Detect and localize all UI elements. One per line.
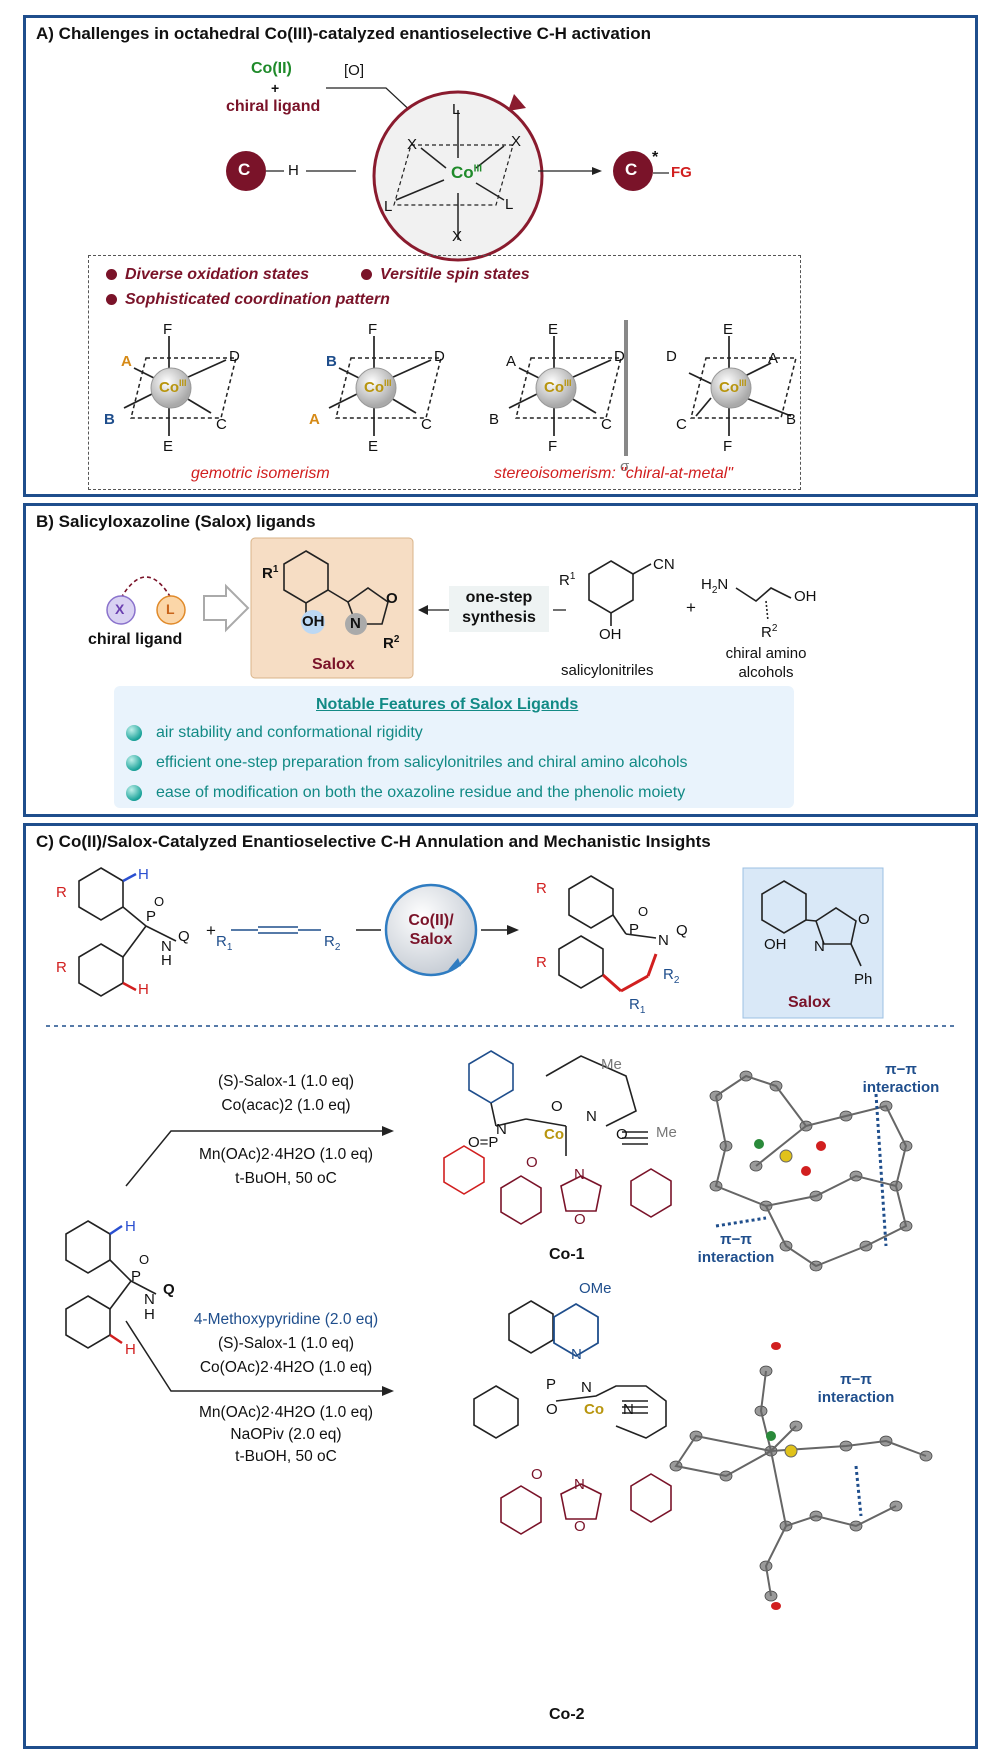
pipi-text-1: interaction [862,1079,940,1096]
panel-b: B) Salicyloxazoline (Salox) ligands [23,503,978,817]
salox-label-c: Salox [788,994,831,1011]
chiral-star: * [652,149,659,166]
panel-b-title: B) Salicyloxazoline (Salox) ligands [36,512,316,531]
stereoisomerism-caption: stereoisomerism: "chiral-at-metal" [494,465,733,482]
amino-alcohols-line2: alcohols [738,664,794,681]
cond1-line3: Mn(OAc)2·4H2O (1.0 eq) [199,1146,373,1163]
coordination-box [88,255,801,490]
feature-bullet-icon [126,724,142,741]
cond2-line2: (S)-Salox-1 (1.0 eq) [217,1335,355,1352]
cond2-line1: 4-Methoxypyridine (2.0 eq) [193,1311,379,1328]
chiral-ligand-label: chiral ligand [226,98,321,115]
conditions-co1-upper: (S)-Salox-1 (1.0 eq) Co(acac)2 (1.0 eq) [156,1073,416,1115]
panel-b-graphic [106,537,794,808]
one-step-line1: one-step [465,589,533,606]
geometric-isomerism-caption: gemotric isomerism [191,465,330,482]
cond1-line4: t-BuOH, 50 oC [235,1170,337,1187]
salox-label-b: Salox [312,656,355,673]
l-site: L [166,601,175,617]
oxidant-label: [O] [344,62,365,79]
pipi-symbol-1: π−π [885,1061,917,1078]
feature-bullet-icon [126,784,142,801]
cond2-line4: Mn(OAc)2·4H2O (1.0 eq) [199,1404,373,1421]
cond2-line6: t-BuOH, 50 oC [235,1448,337,1465]
conditions-co2-lower: Mn(OAc)2·4H2O (1.0 eq) NaOPiv (2.0 eq) t… [156,1404,416,1466]
cond1-line2: Co(acac)2 (1.0 eq) [221,1097,351,1114]
one-step-line2: synthesis [462,609,536,626]
cond2-line5: NaOPiv (2.0 eq) [230,1426,342,1443]
c-atom-label: C [238,160,251,179]
co1-label: Co-1 [549,1246,585,1263]
amino-alcohols-label: chiral amino alcohols [711,644,821,682]
co2-label: Co-2 [549,1706,585,1723]
catalyst-line1: Co(II)/ [408,912,454,929]
feature-bullet-icon [126,754,142,771]
pipi-text-2: interaction [697,1249,775,1266]
pipi-symbol-2: π−π [720,1231,752,1248]
feature-3: ease of modification on both the oxazoli… [126,784,685,802]
one-step-synthesis: one-step synthesis [449,588,549,628]
cond2-line3: Co(OAc)2·4H2O (1.0 eq) [199,1359,373,1376]
co2-label: Co(II) [251,60,292,77]
pipi-label-3: π−π interaction [806,1371,906,1407]
fg-label: FG [671,164,692,181]
cond1-line1: (S)-Salox-1 (1.0 eq) [217,1073,355,1090]
catalyst-line2: Salox [409,931,453,948]
catalyst-label: Co(II)/ Salox [396,911,466,949]
bullet-oxidation: Diverse oxidation states [106,266,309,284]
salicylonitriles-label: salicylonitriles [561,662,654,679]
feature-1: air stability and conformational rigidit… [126,724,423,742]
product-c-label: C [625,160,638,179]
h-atom-label: H [288,162,299,179]
amino-alcohols-line1: chiral amino [725,645,807,662]
conditions-co1-lower: Mn(OAc)2·4H2O (1.0 eq) t-BuOH, 50 oC [156,1146,416,1188]
panel-c-graphic [46,867,956,1610]
panel-c: C) Co(II)/Salox-Catalyzed Enantioselecti… [23,823,978,1749]
panel-c-title: C) Co(II)/Salox-Catalyzed Enantioselecti… [36,832,711,851]
pipi-symbol-3: π−π [840,1371,872,1388]
chiral-ligand-b: chiral ligand [88,631,183,648]
mirror-sigma: σ [620,458,630,475]
pipi-label-2: π−π interaction [686,1231,786,1267]
pipi-label-1: π−π interaction [856,1061,946,1097]
panel-a-title: A) Challenges in octahedral Co(III)-cata… [36,24,651,43]
panel-a: A) Challenges in octahedral Co(III)-cata… [23,15,978,497]
features-title: Notable Features of Salox Ligands [316,696,579,713]
bullet-spin: Versitile spin states [361,266,530,284]
plus-sign: + [271,80,280,96]
conditions-co2-upper: 4-Methoxypyridine (2.0 eq) (S)-Salox-1 (… [156,1311,416,1377]
x-site: X [115,601,125,617]
pipi-text-3: interaction [817,1389,895,1406]
bullet-coordination: Sophisticated coordination pattern [106,291,390,309]
feature-2: efficient one-step preparation from sali… [126,754,688,772]
panel-a-graphic [123,87,797,456]
